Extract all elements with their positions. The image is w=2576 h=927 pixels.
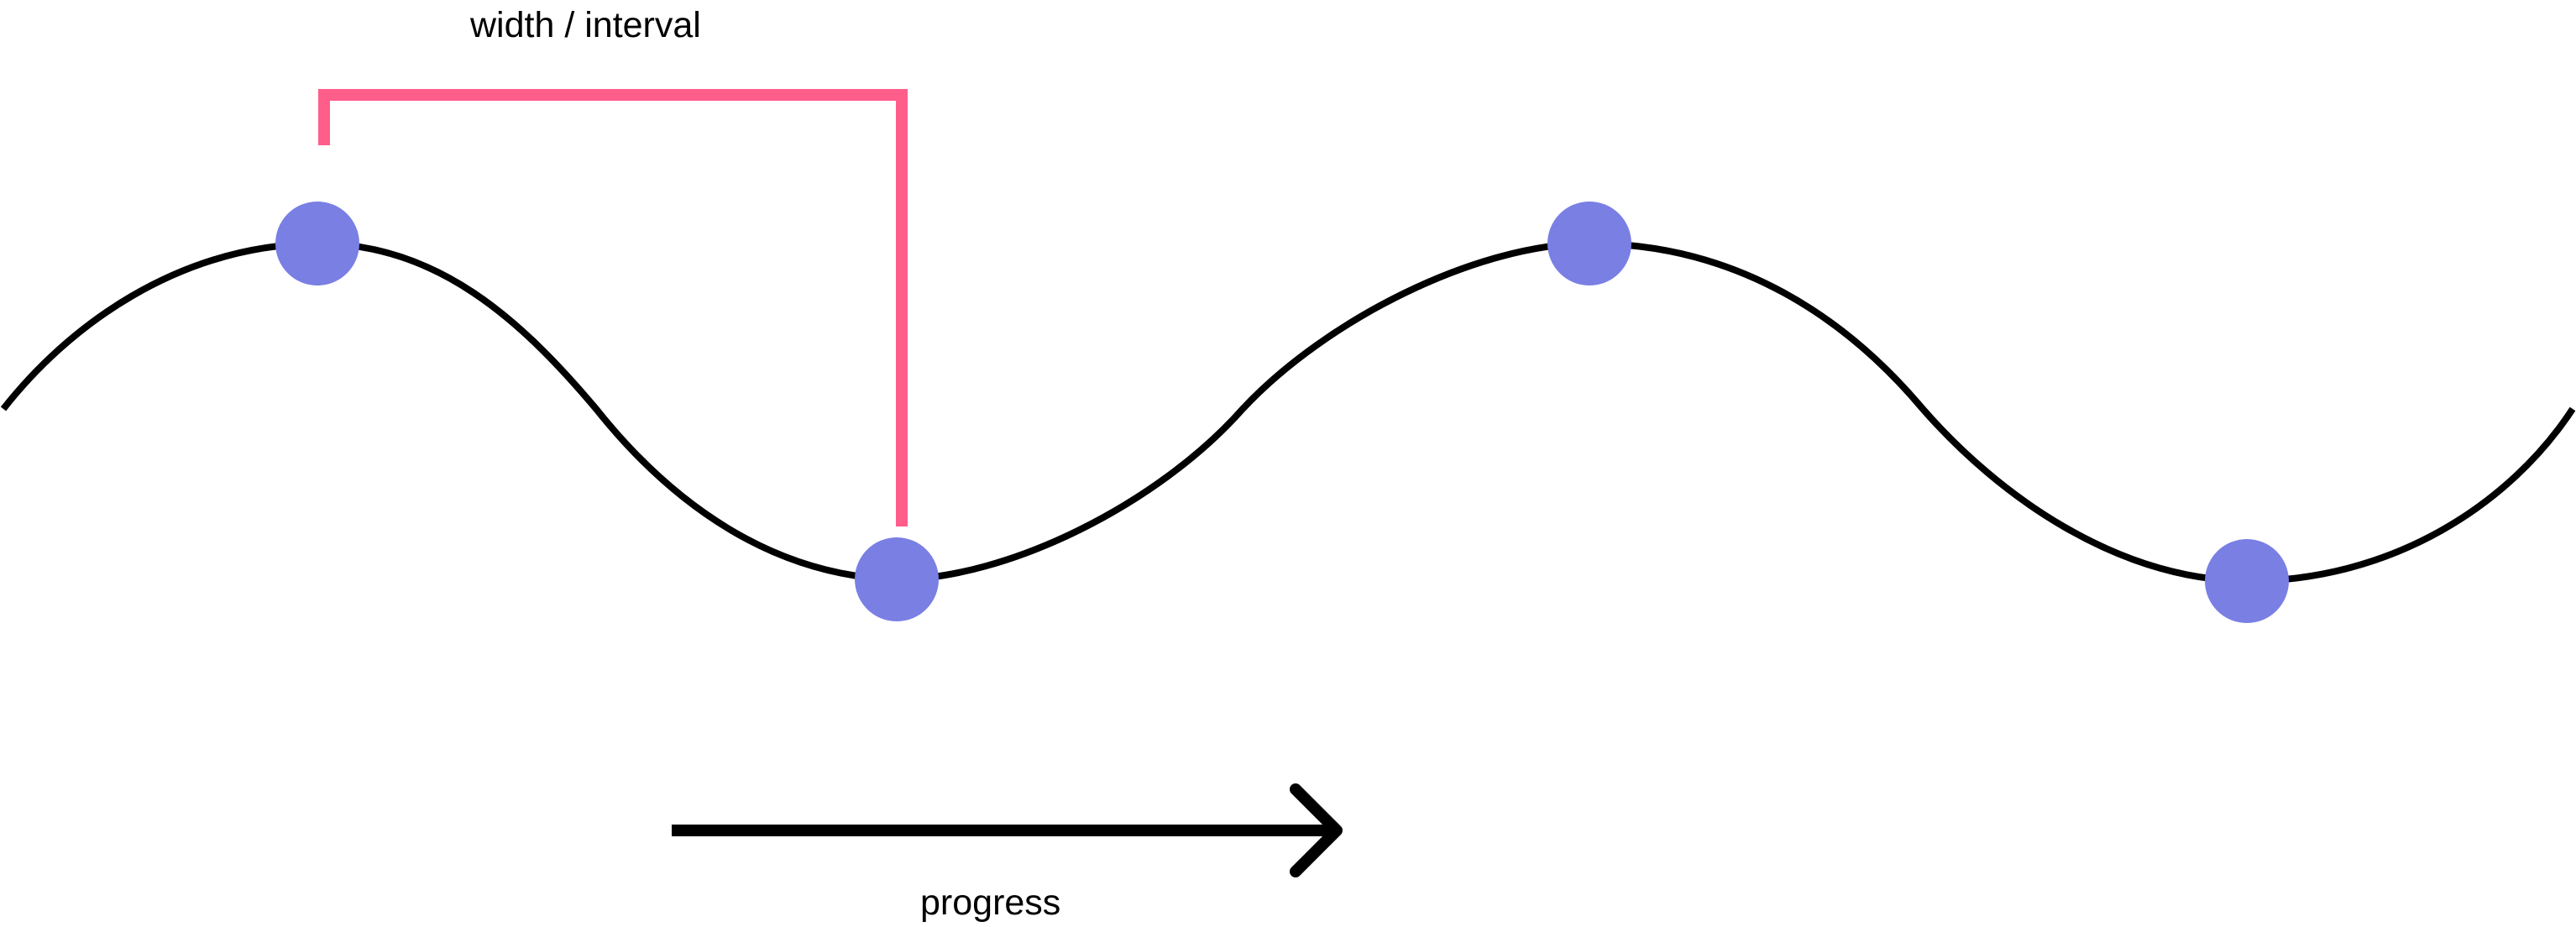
- interval-label: width / interval: [469, 5, 701, 45]
- wave-node-peak-2: [1547, 202, 1631, 285]
- wave-curve: [0, 240, 2576, 584]
- wave-node-peak-1: [275, 202, 359, 285]
- wave-node-trough-2: [2205, 539, 2289, 623]
- progress-arrow-head: [1290, 783, 1343, 877]
- progress-label: progress: [920, 882, 1060, 923]
- wave-node-trough-1: [855, 537, 939, 621]
- progress-arrow: [672, 783, 1343, 877]
- interval-bracket: [318, 89, 908, 526]
